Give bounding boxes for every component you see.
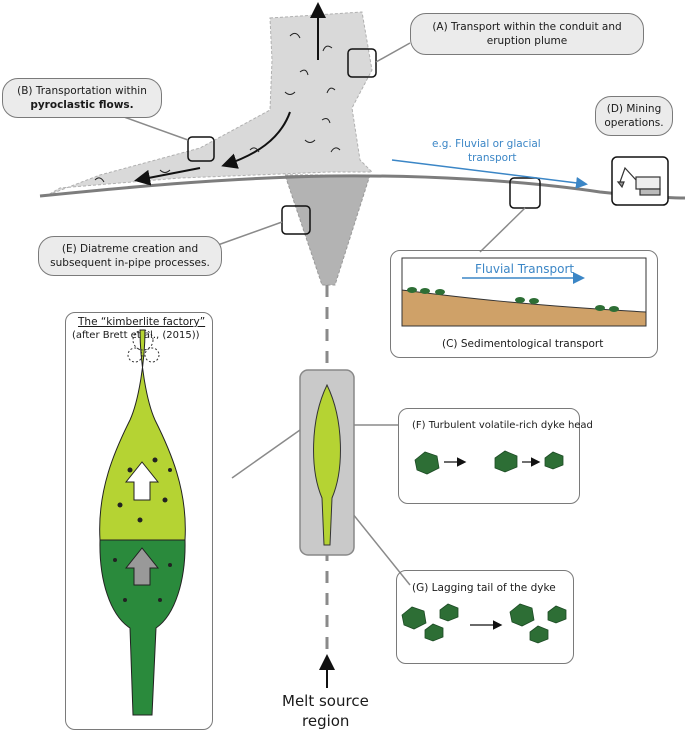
melt-source-label-1: Melt source: [282, 692, 369, 710]
zoom-box-b: [187, 136, 215, 162]
excavator-icon: [616, 166, 661, 196]
callout-f-label: (F) Turbulent volatile-rich dyke head: [412, 420, 593, 431]
flow-arrow-2: [134, 167, 201, 186]
panel-g: [396, 570, 574, 664]
transport-label-1: e.g. Fluvial or glacial: [432, 138, 541, 150]
zoom-box-e: [281, 205, 311, 235]
xenolith-group-f: [414, 450, 564, 475]
callout-e-line2: subsequent in-pipe processes.: [50, 257, 210, 269]
panel-f: [398, 408, 580, 504]
diatreme: [284, 174, 371, 286]
transport-arrow: [391, 159, 588, 189]
callout-b-line1: (B) Transportation within: [17, 85, 147, 97]
xenolith-group-g: [401, 603, 567, 644]
melt-source-label-2: region: [302, 712, 350, 730]
factory-title: The “kimberlite factory”: [78, 316, 206, 328]
plume-swirls: [94, 32, 341, 183]
callout-d: (D) Mining operations.: [595, 96, 673, 136]
factory-clasts: [113, 457, 172, 602]
factory-up-arrow-grey: [124, 547, 160, 586]
panel-c: [390, 250, 658, 358]
sediment-clasts: [407, 287, 619, 312]
factory-dyke-tail: [99, 539, 186, 716]
zoom-box-a: [347, 48, 377, 78]
factory-up-arrow-white: [124, 461, 160, 501]
fluvial-transport-label: Fluvial Transport: [475, 262, 575, 276]
factory-reference: (after Brett et al., (2015)): [72, 330, 200, 341]
panel-factory: [65, 312, 213, 730]
transport-label-2: transport: [468, 152, 517, 164]
callout-d-line2: operations.: [604, 117, 664, 129]
callout-e: (E) Diatreme creation and subsequent in-…: [38, 236, 222, 276]
callout-b: (B) Transportation within pyroclastic fl…: [2, 78, 162, 118]
dyke-center: [313, 383, 341, 546]
callout-c-label: (C) Sedimentological transport: [442, 338, 604, 350]
callout-a-line1: (A) Transport within the conduit and: [432, 21, 622, 33]
callout-a-line2: eruption plume: [486, 35, 568, 47]
eruption-plume: [47, 11, 374, 196]
flow-arrow-1: [221, 111, 291, 169]
callout-d-line1: (D) Mining: [606, 103, 662, 115]
callout-a: (A) Transport within the conduit and eru…: [410, 13, 644, 55]
factory-plume: [127, 329, 160, 363]
leader-lines: [109, 42, 526, 586]
callout-b-line2: pyroclastic flows.: [30, 99, 134, 111]
callout-e-line1: (E) Diatreme creation and: [61, 243, 199, 255]
callout-g-label: (G) Lagging tail of the dyke: [412, 582, 556, 594]
